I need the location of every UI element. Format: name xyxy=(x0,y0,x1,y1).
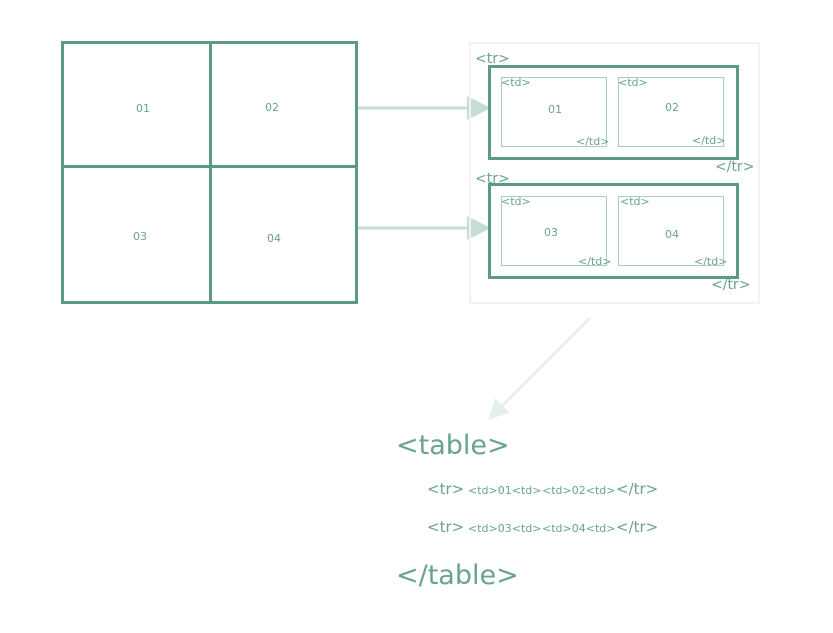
row2-td2-box xyxy=(618,196,724,266)
row1-td1-open: <td> xyxy=(501,76,531,89)
code-line2-tr-close: </tr> xyxy=(616,518,659,536)
code-line2-td1: <td>03<td> xyxy=(468,522,542,535)
row1-td1-close: </td> xyxy=(576,135,610,148)
tr-panel xyxy=(469,42,760,304)
code-line2-tr-open: <tr> xyxy=(427,518,465,536)
code-line1-tr-open: <tr> xyxy=(427,480,465,498)
row1-td1-value: 01 xyxy=(548,103,562,116)
row1-td2-close: </td> xyxy=(692,134,726,147)
grid-cell-01: 01 xyxy=(136,102,150,115)
row1-td1-box xyxy=(501,77,607,147)
row2-td2-close: </td> xyxy=(694,255,728,268)
row1-td2-box xyxy=(618,77,724,147)
grid-cell-03: 03 xyxy=(133,230,147,243)
row2-tr-close: </tr> xyxy=(711,277,751,293)
grid-divider-horizontal xyxy=(61,165,358,168)
row2-td2-open: <td> xyxy=(620,195,650,208)
grid-cell-02: 02 xyxy=(265,101,279,114)
code-table-close: </table> xyxy=(396,560,519,591)
to-code-arrow xyxy=(488,317,591,420)
row2-td1-value: 03 xyxy=(544,226,558,239)
row1-td2-value: 02 xyxy=(665,101,679,114)
row2-td1-open: <td> xyxy=(501,195,531,208)
row2-tr-open: <tr> xyxy=(475,171,510,187)
code-line1-td1: <td>01<td> xyxy=(468,484,542,497)
code-line2-td2: <td>04<td> xyxy=(542,522,616,535)
row1-tr-close: </tr> xyxy=(715,159,755,175)
code-table-open: <table> xyxy=(396,430,510,461)
row2-box xyxy=(488,183,739,279)
row1-box xyxy=(488,65,739,160)
row2-td1-close: </td> xyxy=(578,255,612,268)
row2-td2-value: 04 xyxy=(665,228,679,241)
grid-divider-vertical xyxy=(209,41,212,304)
code-line1-tr-close: </tr> xyxy=(616,480,659,498)
row1-tr-open: <tr> xyxy=(475,51,510,67)
grid-cell-04: 04 xyxy=(267,232,281,245)
row1-td2-open: <td> xyxy=(618,76,648,89)
row2-td1-box xyxy=(501,196,607,266)
code-line1-td2: <td>02<td> xyxy=(542,484,616,497)
